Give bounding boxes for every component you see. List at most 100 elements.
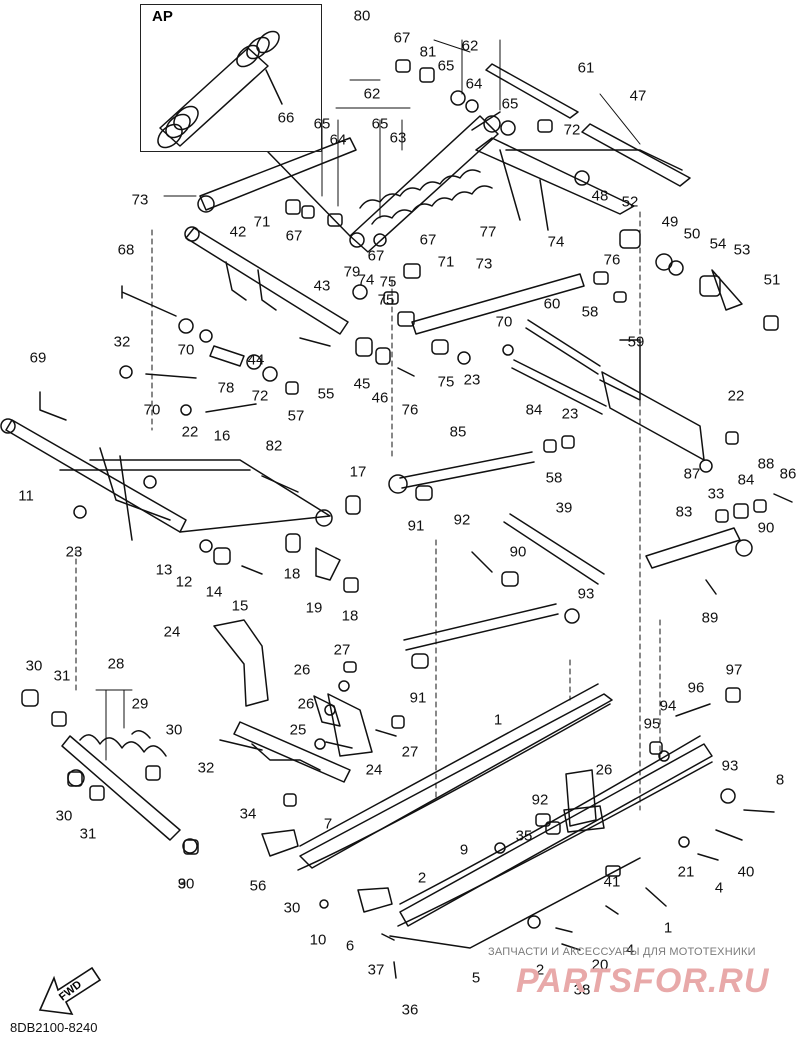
bracket-24-drawing (213, 619, 269, 707)
callout-label: 13 (155, 561, 173, 579)
shaft-39-drawing (503, 513, 605, 585)
part-4-upper-drawing (261, 829, 299, 857)
slide-rail-right-drawing (389, 735, 713, 949)
callout-label: 29 (131, 695, 149, 713)
callout-label: 65 (437, 57, 455, 75)
callout-label: 52 (621, 193, 639, 211)
callout-label: 15 (231, 597, 249, 615)
callout-label: 62 (363, 85, 381, 103)
callout-label: 4 (625, 941, 635, 959)
callout-label: 6 (345, 937, 355, 955)
callout-label: 58 (545, 469, 563, 487)
callout-label: 32 (113, 333, 131, 351)
inset-label: AP (152, 8, 173, 25)
callout-label: 26 (595, 761, 613, 779)
inset-frame (140, 4, 322, 152)
catalog-code: 8DB2100-8240 (10, 1020, 98, 1035)
callout-label: 48 (591, 187, 609, 205)
callout-label: 35 (515, 827, 533, 845)
callout-label: 67 (393, 29, 411, 47)
callout-label: 31 (79, 825, 97, 843)
callout-label: 72 (251, 387, 269, 405)
rod-73-upper-drawing (199, 137, 357, 211)
callout-label: 27 (333, 641, 351, 659)
callout-label: 88 (757, 455, 775, 473)
callout-label: 69 (29, 349, 47, 367)
arm-83-drawing (645, 527, 741, 569)
callout-label: 39 (555, 499, 573, 517)
callout-label: 91 (409, 689, 427, 707)
callout-label: 65 (371, 115, 389, 133)
callout-label: 42 (229, 223, 247, 241)
callout-label: 4 (714, 879, 724, 897)
callout-label: 30 (177, 875, 195, 893)
callout-label: 58 (581, 303, 599, 321)
callout-label: 73 (475, 255, 493, 273)
callout-label: 34 (239, 805, 257, 823)
bracket-55-drawing (599, 339, 705, 461)
upper-arm-drawing (475, 63, 691, 231)
rear-arm-frame-drawing (0, 418, 333, 541)
callout-label: 14 (205, 583, 223, 601)
callout-label: 68 (117, 241, 135, 259)
callout-label: 2 (417, 869, 427, 887)
callout-label: 25 (289, 721, 307, 739)
callout-label: 1 (493, 711, 503, 729)
small-parts-drawing (21, 59, 793, 979)
callout-label: 54 (709, 235, 727, 253)
callout-label: 19 (305, 599, 323, 617)
shaft-42-drawing (184, 226, 349, 335)
callout-label: 70 (495, 313, 513, 331)
callout-label: 71 (437, 253, 455, 271)
rod-82-drawing (399, 451, 535, 489)
callout-label: 16 (213, 427, 231, 445)
callout-label: 36 (401, 1001, 419, 1019)
callout-label: 74 (547, 233, 565, 251)
watermark-caption: ЗАПЧАСТИ И АКСЕССУАРЫ ДЛЯ МОТОТЕХНИКИ (488, 946, 756, 958)
callout-label: 84 (525, 401, 543, 419)
callout-label: 63 (389, 129, 407, 147)
callout-label: 56 (249, 877, 267, 895)
callout-label: 24 (365, 761, 383, 779)
callout-label: 89 (701, 609, 719, 627)
callout-label: 38 (573, 981, 591, 999)
callout-label: 18 (283, 565, 301, 583)
callout-label: 96 (687, 679, 705, 697)
callout-label: 44 (247, 351, 265, 369)
part-7-drawing (565, 769, 597, 827)
callout-label: 80 (353, 7, 371, 25)
callout-label: 11 (18, 487, 34, 505)
callout-label: 59 (627, 333, 645, 351)
callout-label: 21 (677, 863, 695, 881)
callout-label: 30 (25, 657, 43, 675)
callout-label: 65 (501, 95, 519, 113)
shock-absorber-drawing (349, 111, 501, 253)
callout-label: 67 (367, 247, 385, 265)
callout-label: 95 (643, 715, 661, 733)
callout-label: 46 (371, 389, 389, 407)
callout-label: 76 (401, 401, 419, 419)
callout-label: 64 (465, 75, 483, 93)
forward-arrow-icon (38, 966, 102, 1015)
callout-label: 62 (461, 37, 479, 55)
callout-label: 7 (323, 815, 333, 833)
callout-label: 93 (577, 585, 595, 603)
callout-label: 18 (341, 607, 359, 625)
callout-label: 91 (407, 517, 425, 535)
callout-label: 70 (143, 401, 161, 419)
callout-label: 75 (437, 373, 455, 391)
callout-label: 64 (329, 131, 347, 149)
bolt-68-drawing (121, 285, 177, 317)
callout-label: 23 (463, 371, 481, 389)
callout-label: 73 (131, 191, 149, 209)
part-8-drawing (563, 805, 605, 833)
callout-label: 8 (775, 771, 785, 789)
callout-label: 30 (165, 721, 183, 739)
callout-label: 92 (453, 511, 471, 529)
callout-label: 60 (543, 295, 561, 313)
callout-label: 40 (737, 863, 755, 881)
rod-73-lower-drawing (411, 273, 585, 335)
rod-93-drawing (403, 603, 559, 651)
callout-label: 61 (577, 59, 595, 77)
